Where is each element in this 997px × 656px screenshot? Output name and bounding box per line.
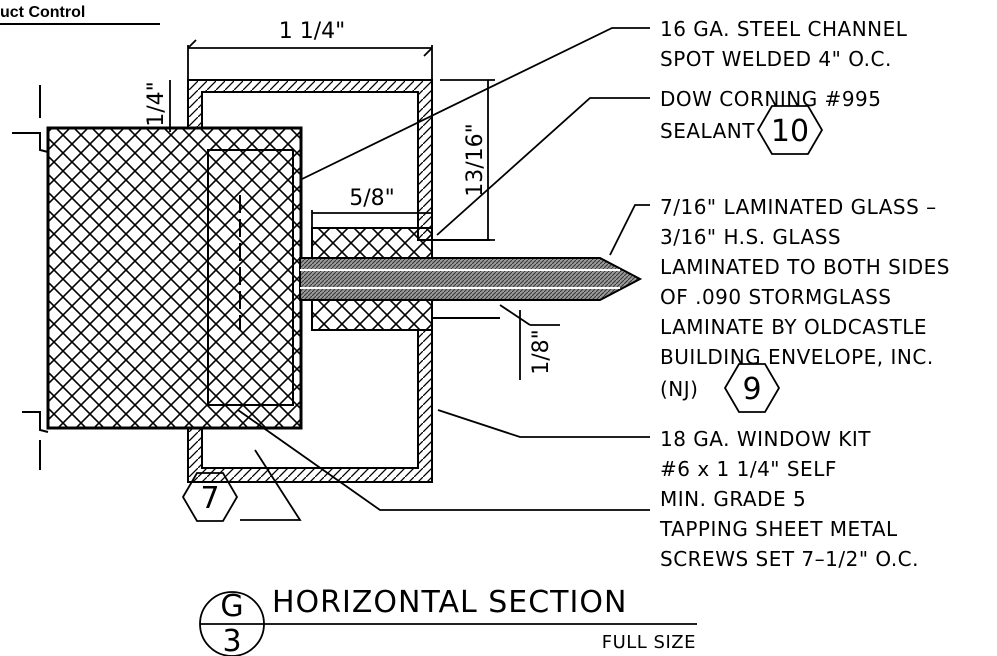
leader-lines (237, 27, 650, 521)
svg-text:LAMINATED TO BOTH SIDES: LAMINATED TO BOTH SIDES (660, 255, 950, 279)
svg-text:(NJ): (NJ) (660, 377, 698, 401)
dimension-lines (169, 39, 560, 380)
section-scale: FULL SIZE (602, 632, 696, 653)
tag-glass-hexagon: 9 (723, 363, 781, 413)
framing-member (46, 126, 303, 430)
svg-text:3/16" H.S. GLASS: 3/16" H.S. GLASS (660, 225, 841, 249)
svg-text:18 GA. WINDOW KIT: 18 GA. WINDOW KIT (660, 427, 871, 451)
svg-text:OF .090 STORMGLASS: OF .090 STORMGLASS (660, 285, 891, 309)
section-title: HORIZONTAL SECTION (272, 585, 627, 620)
section-letter: G (220, 589, 243, 624)
svg-text:7/16" LAMINATED GLASS –: 7/16" LAMINATED GLASS – (660, 195, 937, 219)
svg-text:TAPPING SHEET METAL: TAPPING SHEET METAL (659, 517, 898, 541)
header-label: uct Control (0, 4, 86, 21)
sealant-bottom (311, 299, 433, 331)
dim-inset: 5/8" (349, 186, 395, 211)
note-glass: 7/16" LAMINATED GLASS – 3/16" H.S. GLASS… (660, 195, 950, 401)
framing-inner-line (207, 149, 294, 406)
svg-text:LAMINATE BY OLDCASTLE: LAMINATE BY OLDCASTLE (660, 315, 927, 339)
tag-sealant-hexagon: 10 (756, 105, 824, 155)
svg-text:SPOT WELDED 4" O.C.: SPOT WELDED 4" O.C. (660, 47, 892, 71)
section-callout: G 3 (199, 589, 265, 656)
glass-panel (299, 257, 643, 301)
svg-text:BUILDING ENVELOPE, INC.: BUILDING ENVELOPE, INC. (660, 345, 934, 369)
svg-text:16 GA. STEEL CHANNEL: 16 GA. STEEL CHANNEL (660, 17, 908, 41)
break-lines (12, 85, 49, 470)
svg-text:SCREWS SET 7–1/2" O.C.: SCREWS SET 7–1/2" O.C. (660, 547, 919, 571)
sealant-top (311, 227, 433, 259)
note-channel: 16 GA. STEEL CHANNEL SPOT WELDED 4" O.C. (660, 17, 908, 71)
note-screws: #6 x 1 1/4" SELF MIN. GRADE 5 TAPPING SH… (659, 457, 919, 571)
svg-text:#6 x 1 1/4" SELF: #6 x 1 1/4" SELF (660, 457, 837, 481)
svg-text:10: 10 (771, 114, 809, 149)
dim-small-bottom: 1/8" (529, 329, 554, 375)
svg-text:7: 7 (200, 481, 219, 516)
dim-depth: 13/16" (463, 123, 488, 197)
dim-overall-width: 1 1/4" (279, 19, 346, 44)
dim-small-left: 1/4" (144, 81, 169, 127)
note-window-kit: 18 GA. WINDOW KIT (660, 427, 871, 451)
svg-text:SEALANT: SEALANT (660, 119, 755, 143)
svg-text:9: 9 (742, 372, 761, 407)
section-sheet: 3 (222, 624, 241, 656)
svg-text:MIN. GRADE 5: MIN. GRADE 5 (660, 487, 806, 511)
tag-screws-hexagon: 7 (181, 472, 239, 522)
